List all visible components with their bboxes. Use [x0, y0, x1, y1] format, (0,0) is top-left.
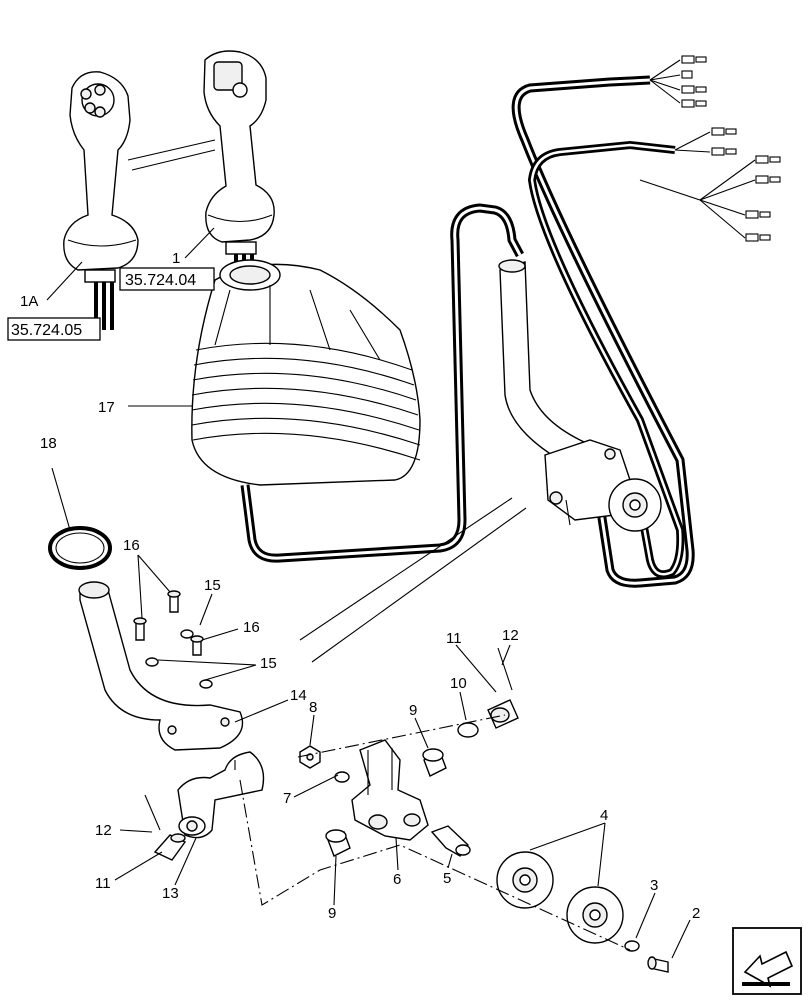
- callout-leaders: [46, 227, 691, 959]
- callout-9-upper: 9: [409, 702, 417, 719]
- callout-8: 8: [309, 699, 317, 716]
- callout-12-right: 12: [502, 627, 519, 644]
- bracket-13: [177, 751, 265, 839]
- callout-6: 6: [393, 871, 401, 888]
- nut-8: [299, 745, 321, 769]
- callout-5: 5: [443, 870, 451, 887]
- screws-16: [133, 590, 204, 656]
- washer-7: [334, 771, 350, 783]
- washers-15: [145, 629, 213, 689]
- reference-box-35-724-05[interactable]: 35.724.05: [7, 317, 101, 341]
- lever-tube-14: [78, 581, 244, 751]
- callout-3: 3: [650, 877, 658, 894]
- rubber-boot-17: [191, 259, 421, 486]
- yoke-6: [351, 739, 429, 841]
- upper-mount-assembly: [498, 259, 662, 532]
- callout-12-left: 12: [95, 822, 112, 839]
- washer-10: [457, 722, 479, 738]
- callout-16-upper: 16: [123, 537, 140, 554]
- callout-10: 10: [450, 675, 467, 692]
- cotter-pin-12-left: [144, 794, 161, 831]
- callout-1a: 1A: [20, 293, 38, 310]
- callout-15-upper: 15: [204, 577, 221, 594]
- callout-16-lower: 16: [243, 619, 260, 636]
- callout-1: 1: [172, 250, 180, 267]
- callout-18: 18: [40, 435, 57, 452]
- reference-box-35-724-04[interactable]: 35.724.04: [119, 267, 215, 291]
- callout-15-lower: 15: [260, 655, 277, 672]
- cotter-pin-12-right: [497, 647, 513, 691]
- center-lines: [239, 714, 631, 951]
- joystick-handle-1: [127, 50, 275, 275]
- back-arrow-icon[interactable]: [732, 927, 802, 995]
- callout-13: 13: [162, 885, 179, 902]
- callout-17: 17: [98, 399, 115, 416]
- callout-9-lower: 9: [328, 905, 336, 922]
- bushing-9-upper: [422, 748, 447, 777]
- bushing-9-lower: [325, 829, 351, 857]
- wiring-harness: [240, 55, 781, 588]
- callout-7: 7: [283, 790, 291, 807]
- callout-4: 4: [600, 807, 608, 824]
- washer-3: [624, 940, 640, 952]
- joystick-handle-1a: [63, 71, 139, 330]
- svg-text:35.724.04: 35.724.04: [125, 272, 196, 289]
- svg-text:35.724.05: 35.724.05: [11, 322, 82, 339]
- callout-labels: 1 1A 2 3 4 5 6 7 8 9 9 10 11 11 12 12 13…: [20, 250, 700, 922]
- snap-ring-18: [48, 526, 112, 570]
- pin-11-left: [153, 833, 187, 861]
- callout-11-left: 11: [95, 875, 111, 892]
- pin-11-right: [487, 699, 519, 729]
- pivot-pin-5: [430, 825, 471, 857]
- callout-2: 2: [692, 905, 700, 922]
- bearing-flanges-4: [496, 851, 624, 944]
- callout-11-right: 11: [446, 630, 462, 647]
- leader-line: [299, 497, 527, 663]
- callout-14: 14: [290, 687, 307, 704]
- bolt-2: [647, 956, 669, 973]
